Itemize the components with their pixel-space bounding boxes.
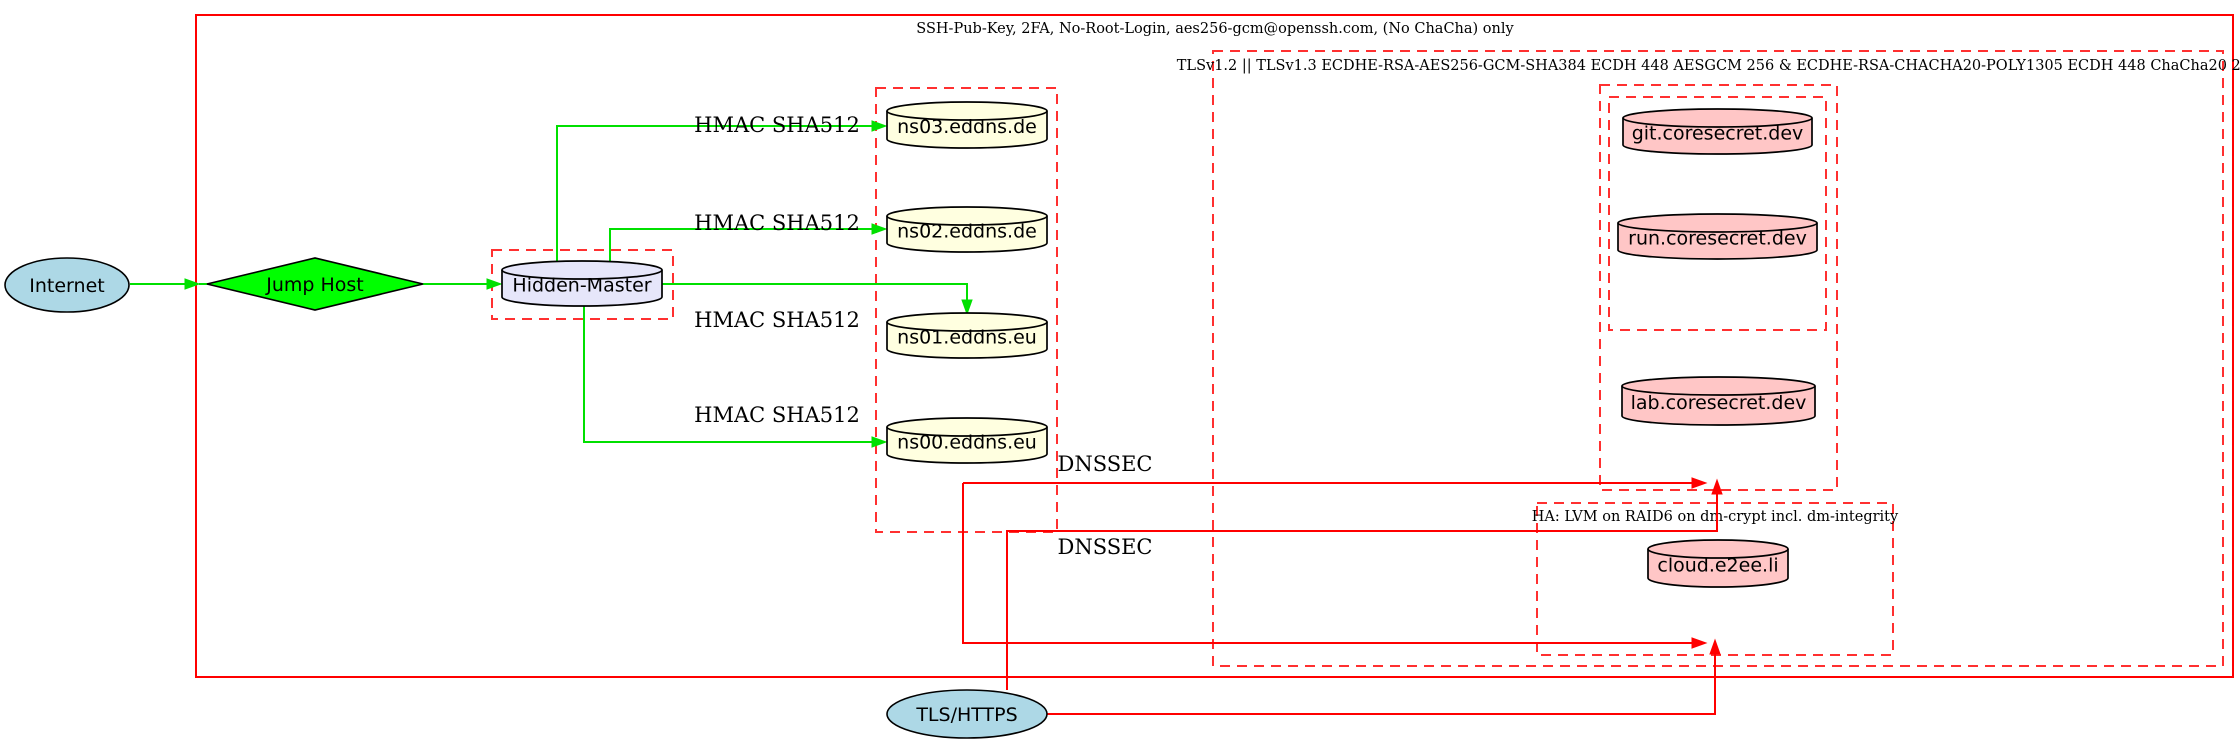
node-ns03 [886,101,1048,149]
node-lab [1621,376,1816,426]
edge-hiddenmaster-ns00-arrowhead-icon [871,436,888,448]
edge-label-dnssec-2: DNSSEC [1057,535,1152,559]
edge-tlshttps-ha-arrowhead-icon [1709,638,1721,655]
cluster-nameservers-boundary [875,87,1058,533]
node-git-label: git.coresecret.dev [1632,123,1804,145]
edge-hiddenmaster-ns00 [583,306,872,443]
node-ns00 [886,417,1048,464]
node-ns01-cap [886,321,1048,332]
edge-label-hmac-ns02: HMAC SHA512 [694,211,860,235]
node-internet-label: Internet [29,275,104,297]
node-ns01 [886,312,1048,359]
edge-label-hmac-ns03: HMAC SHA512 [694,113,860,137]
edge-hiddenmaster-ns01-arrowhead-icon [961,299,973,316]
node-internet [4,257,130,313]
node-tls-https-label: TLS/HTTPS [915,704,1017,726]
edge-hiddenmaster-ns02-arrowhead-icon [871,223,888,235]
cluster-ssh-title: SSH-Pub-Key, 2FA, No-Root-Login, aes256-… [916,21,1514,37]
cluster-ha-title: HA: LVM on RAID6 on dm-crypt incl. dm-in… [1532,509,1899,525]
cluster-ssh-boundary [195,14,2234,678]
edge-hiddenmaster-ns03 [556,125,872,262]
node-git-cap [1622,117,1813,128]
edge-label-dnssec-1: DNSSEC [1057,452,1152,476]
edge-tlshttps-coresecret [1006,494,1718,690]
edge-label-hmac-ns00: HMAC SHA512 [694,403,860,427]
node-cloud-label: cloud.e2ee.li [1657,555,1778,577]
edge-tlshttps-coresecret-arrowhead-icon [1711,478,1723,495]
node-ns00-cap [886,426,1048,437]
node-hidden-master-label: Hidden-Master [512,275,651,297]
edge-hiddenmaster-ns01 [662,283,968,300]
node-run [1617,213,1818,260]
node-run-cap [1617,222,1818,233]
cluster-coresecret-inner-boundary [1608,96,1827,331]
node-tls-https [886,689,1048,739]
edge-tlshttps-ha [1047,654,1716,715]
node-hidden-master-cap [501,269,663,280]
edge-label-hmac-ns01: HMAC SHA512 [694,308,860,332]
node-ns02-cap [886,215,1048,226]
edge-dnssec-ha [962,483,1692,644]
node-ns01-label: ns01.eddns.eu [897,327,1037,349]
node-ns03-label: ns03.eddns.de [897,116,1037,138]
cluster-tls-boundary [1212,50,2224,667]
node-lab-label: lab.coresecret.dev [1631,392,1807,414]
node-ns00-label: ns00.eddns.eu [897,432,1037,454]
node-ns02-label: ns02.eddns.de [897,221,1037,243]
node-jump-host [206,257,424,311]
cluster-tls-title: TLSv1.2 || TLSv1.3 ECDHE-RSA-AES256-GCM-… [1177,58,2240,74]
node-cloud [1647,539,1789,588]
node-jump-host-label: Jump Host [265,274,364,296]
node-ns03-cap [886,110,1048,121]
node-git [1622,108,1813,155]
node-cloud-cap [1647,548,1789,559]
edge-hiddenmaster-ns02 [609,228,872,262]
edge-internet-jumphost-arrowhead-icon [184,278,201,290]
node-run-label: run.coresecret.dev [1628,228,1807,250]
node-hidden-master [501,260,663,307]
edge-dnssec-coresecret-arrowhead-icon [1691,477,1708,489]
edge-dnssec-ha-arrowhead-icon [1691,637,1708,649]
edge-jumphost-hiddenmaster-arrowhead-icon [486,278,503,290]
node-lab-cap [1621,385,1816,396]
edge-hiddenmaster-ns03-arrowhead-icon [871,120,888,132]
node-ns02 [886,206,1048,253]
